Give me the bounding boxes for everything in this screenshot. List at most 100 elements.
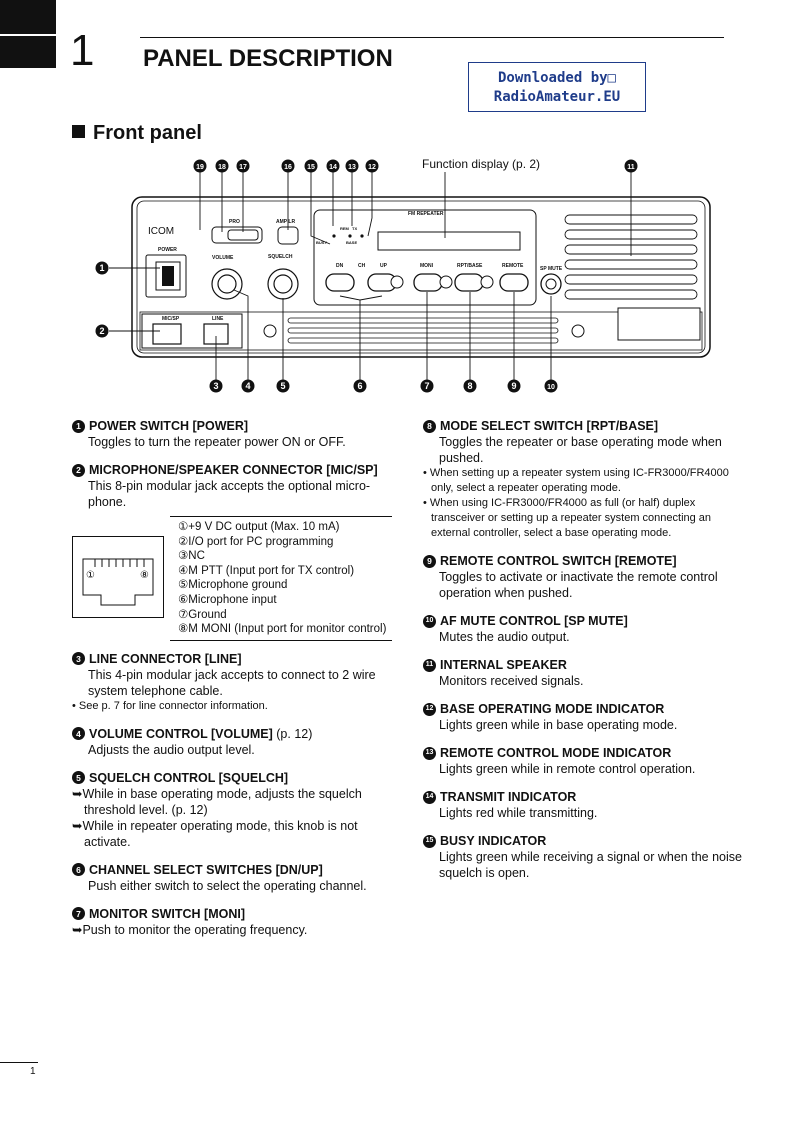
item-title: BASE OPERATING MODE INDICATOR	[440, 702, 665, 716]
item-title: BUSY INDICATOR	[440, 834, 547, 848]
item-title-suffix: (p. 12)	[272, 726, 313, 741]
pin-6: ⑥Microphone input	[178, 593, 277, 606]
callout-1: 1	[99, 263, 104, 273]
callout-19: 19	[196, 164, 204, 171]
num-badge: 2	[72, 463, 85, 477]
busy-led	[332, 234, 336, 238]
callout-13: 13	[348, 164, 356, 171]
power-label: POWER	[158, 247, 177, 253]
amp-lr-label: AMP LR	[276, 219, 295, 225]
pin-5: ⑤Microphone ground	[178, 579, 288, 592]
item-body: Toggles to turn the repeater power ON or…	[88, 435, 346, 449]
num-badge: 9	[423, 554, 436, 568]
item-title: VOLUME CONTROL [VOLUME]	[89, 726, 273, 741]
callout-7: 7	[424, 381, 429, 391]
item-body: Lights green while in remote control ope…	[439, 762, 696, 776]
item-title: AF MUTE CONTROL [SP MUTE]	[440, 614, 628, 628]
item-body: Lights green while in base operating mod…	[439, 718, 678, 732]
function-display-label: Function display (p. 2)	[422, 157, 541, 171]
item-arrow-1: ➥While in base operating mode, adjusts t…	[72, 786, 362, 817]
num-badge: 14	[423, 790, 436, 804]
power-switch-knob	[162, 266, 174, 286]
squelch-label: SQUELCH	[268, 254, 293, 260]
pin-1: ①+9 V DC output (Max. 10 mA)	[178, 521, 340, 533]
callout-15: 15	[307, 164, 315, 171]
callout-5: 5	[280, 381, 285, 391]
pin-list: ①+9 V DC output (Max. 10 mA) ②I/O port f…	[170, 516, 392, 641]
callout-4: 4	[245, 381, 250, 391]
leader-lines	[109, 166, 632, 386]
callout-3: 3	[213, 381, 218, 391]
pin-3: ③NC	[178, 550, 205, 563]
num-badge: 7	[72, 907, 85, 921]
title-rule	[140, 37, 724, 38]
callout-9: 9	[511, 381, 516, 391]
blank-plate	[617, 307, 701, 341]
front-panel-diagram: ICOM POWER VOLUME SQUELCH PRO AMP LR FM …	[95, 159, 711, 393]
item-arrow-1: ➥Push to monitor the operating frequency…	[72, 922, 308, 937]
download-line-1: Downloaded by□	[497, 70, 616, 86]
callout-2: 2	[99, 326, 104, 336]
sp-mute-knob	[540, 273, 562, 295]
pin-4: ④M PTT (Input port for TX control)	[178, 564, 355, 577]
tx-led	[360, 234, 364, 238]
spacer-dial-1	[390, 275, 404, 289]
dn-label: DN	[336, 263, 344, 269]
modular-jack-diagram: ① ⑧	[72, 536, 164, 618]
pin-2: ②I/O port for PC programming	[178, 535, 334, 548]
mic-sp-jack	[152, 323, 182, 345]
screw-right	[571, 324, 585, 338]
num-badge: 11	[423, 658, 436, 672]
item-note-2: • When using IC-FR3000/FR4000 as full (o…	[423, 497, 712, 539]
jack-icon: ① ⑧	[82, 558, 154, 606]
num-badge: 15	[423, 834, 436, 848]
pin-assignment: ① ⑧ ①+9 V DC output (Max. 10 mA) ②I/O po…	[72, 516, 392, 641]
callout-markers: 1 2 3 4 5 6 7 8 9 10 11 12 13 14 15 16 1…	[95, 159, 638, 393]
download-line-2: RadioAmateur.EU	[493, 89, 621, 105]
item-title: TRANSMIT INDICATOR	[440, 790, 577, 804]
item-transmit-indicator: 14 TRANSMIT INDICATOR Lights red while tr…	[423, 789, 745, 821]
pin-mark-8: ⑧	[140, 570, 149, 581]
chapter-tab-divider	[0, 34, 56, 36]
num-badge: 3	[72, 652, 85, 666]
item-body: Toggles the repeater or base operating m…	[439, 435, 722, 465]
item-body: Adjusts the audio output level.	[88, 742, 255, 757]
download-stamp: Downloaded by□ RadioAmateur.EU	[468, 62, 646, 112]
ch-label: CH	[358, 263, 366, 269]
base-label: BASE	[346, 240, 357, 245]
mic-sp-label: MIC/SP	[162, 316, 180, 322]
item-body: Push either switch to select the operati…	[88, 878, 367, 893]
item-body: Lights red while transmitting.	[439, 806, 598, 820]
item-remote-switch: 9 REMOTE CONTROL SWITCH [REMOTE] Toggles …	[423, 553, 745, 601]
item-title: REMOTE CONTROL MODE INDICATOR	[440, 746, 672, 760]
page-number: 1	[30, 1066, 36, 1077]
item-title: REMOTE CONTROL SWITCH [REMOTE]	[440, 554, 677, 568]
rem-led	[348, 234, 352, 238]
rem-label: REM	[340, 226, 350, 231]
section-square-icon	[72, 125, 85, 138]
num-badge: 12	[423, 702, 436, 716]
speaker-grille	[564, 214, 698, 300]
item-body: Toggles to activate or inactivate the re…	[439, 570, 718, 600]
item-title: LINE CONNECTOR [LINE]	[89, 651, 242, 666]
line-label: LINE	[212, 316, 224, 322]
pro-button	[211, 226, 263, 244]
tx-label: TX	[352, 226, 357, 231]
spacer-dial-2	[439, 275, 453, 289]
item-title: CHANNEL SELECT SWITCHES [DN/UP]	[89, 862, 323, 877]
callout-17: 17	[239, 164, 247, 171]
callout-14: 14	[329, 164, 337, 171]
num-badge: 5	[72, 771, 85, 785]
num-badge: 1	[72, 419, 85, 433]
callout-6: 6	[357, 381, 362, 391]
spacer-dial-3	[480, 275, 494, 289]
